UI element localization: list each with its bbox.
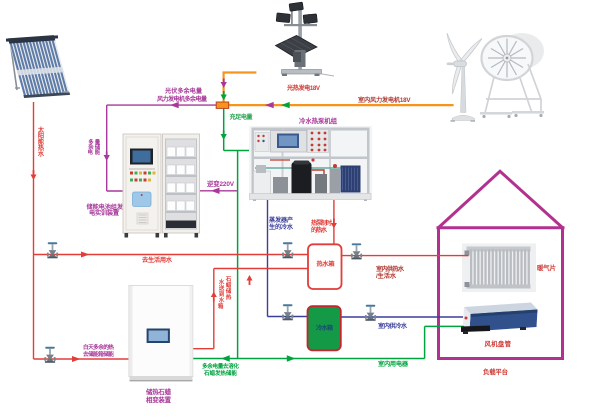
- svg-text:冷水热泵机组: 冷水热泵机组: [299, 116, 338, 125]
- svg-text:光热发电18V: 光热发电18V: [286, 84, 321, 92]
- svg-text:负载平台: 负载平台: [483, 367, 509, 376]
- svg-text:室内供冷水: 室内供冷水: [378, 322, 408, 330]
- svg-text:电实训装置: 电实训装置: [89, 209, 119, 217]
- svg-text:多余电量去溶化: 多余电量去溶化: [202, 362, 239, 370]
- svg-text:充足电量: 充足电量: [230, 113, 254, 121]
- svg-text:热泵制时: 热泵制时: [311, 219, 333, 227]
- svg-text:去生活用水: 去生活用水: [142, 256, 173, 264]
- svg-text:白天多余的热: 白天多余的热: [83, 343, 114, 351]
- svg-text:石蜡发热储能: 石蜡发热储能: [203, 369, 237, 377]
- svg-text:风机盘管: 风机盘管: [485, 339, 512, 348]
- svg-text:暖气片: 暖气片: [537, 263, 556, 272]
- svg-text:生的冷水: 生的冷水: [269, 223, 294, 231]
- svg-text:冷水箱: 冷水箱: [316, 324, 333, 332]
- svg-text:相变装置: 相变装置: [146, 395, 172, 404]
- svg-text:/生活水: /生活水: [376, 272, 397, 280]
- svg-text:室内供热水: 室内供热水: [376, 265, 405, 273]
- svg-text:储热石蜡: 储热石蜡: [146, 387, 172, 396]
- svg-text:水送到水箱 石蜡储热: 水送到水箱 石蜡储热: [218, 276, 232, 310]
- svg-text:去储能箱储能: 去储能箱储能: [83, 350, 114, 358]
- svg-text:逆变220V: 逆变220V: [207, 179, 235, 188]
- svg-text:储能电池组发: 储能电池组发: [86, 203, 124, 211]
- svg-text:蒸发器产: 蒸发器产: [268, 216, 293, 224]
- svg-text:室内用电器: 室内用电器: [378, 360, 409, 368]
- svg-text:光伏多余电量: 光伏多余电量: [164, 87, 203, 95]
- svg-text:热水箱: 热水箱: [317, 260, 335, 268]
- svg-text:太阳能热水: 太阳能热水: [38, 126, 45, 158]
- svg-text:的热水: 的热水: [311, 226, 328, 234]
- svg-text:风力发电机多余电量: 风力发电机多余电量: [157, 95, 208, 103]
- svg-text:室内风力发电机18V: 室内风力发电机18V: [358, 96, 411, 104]
- svg-text:多余电 量储能: 多余电 量储能: [87, 138, 101, 156]
